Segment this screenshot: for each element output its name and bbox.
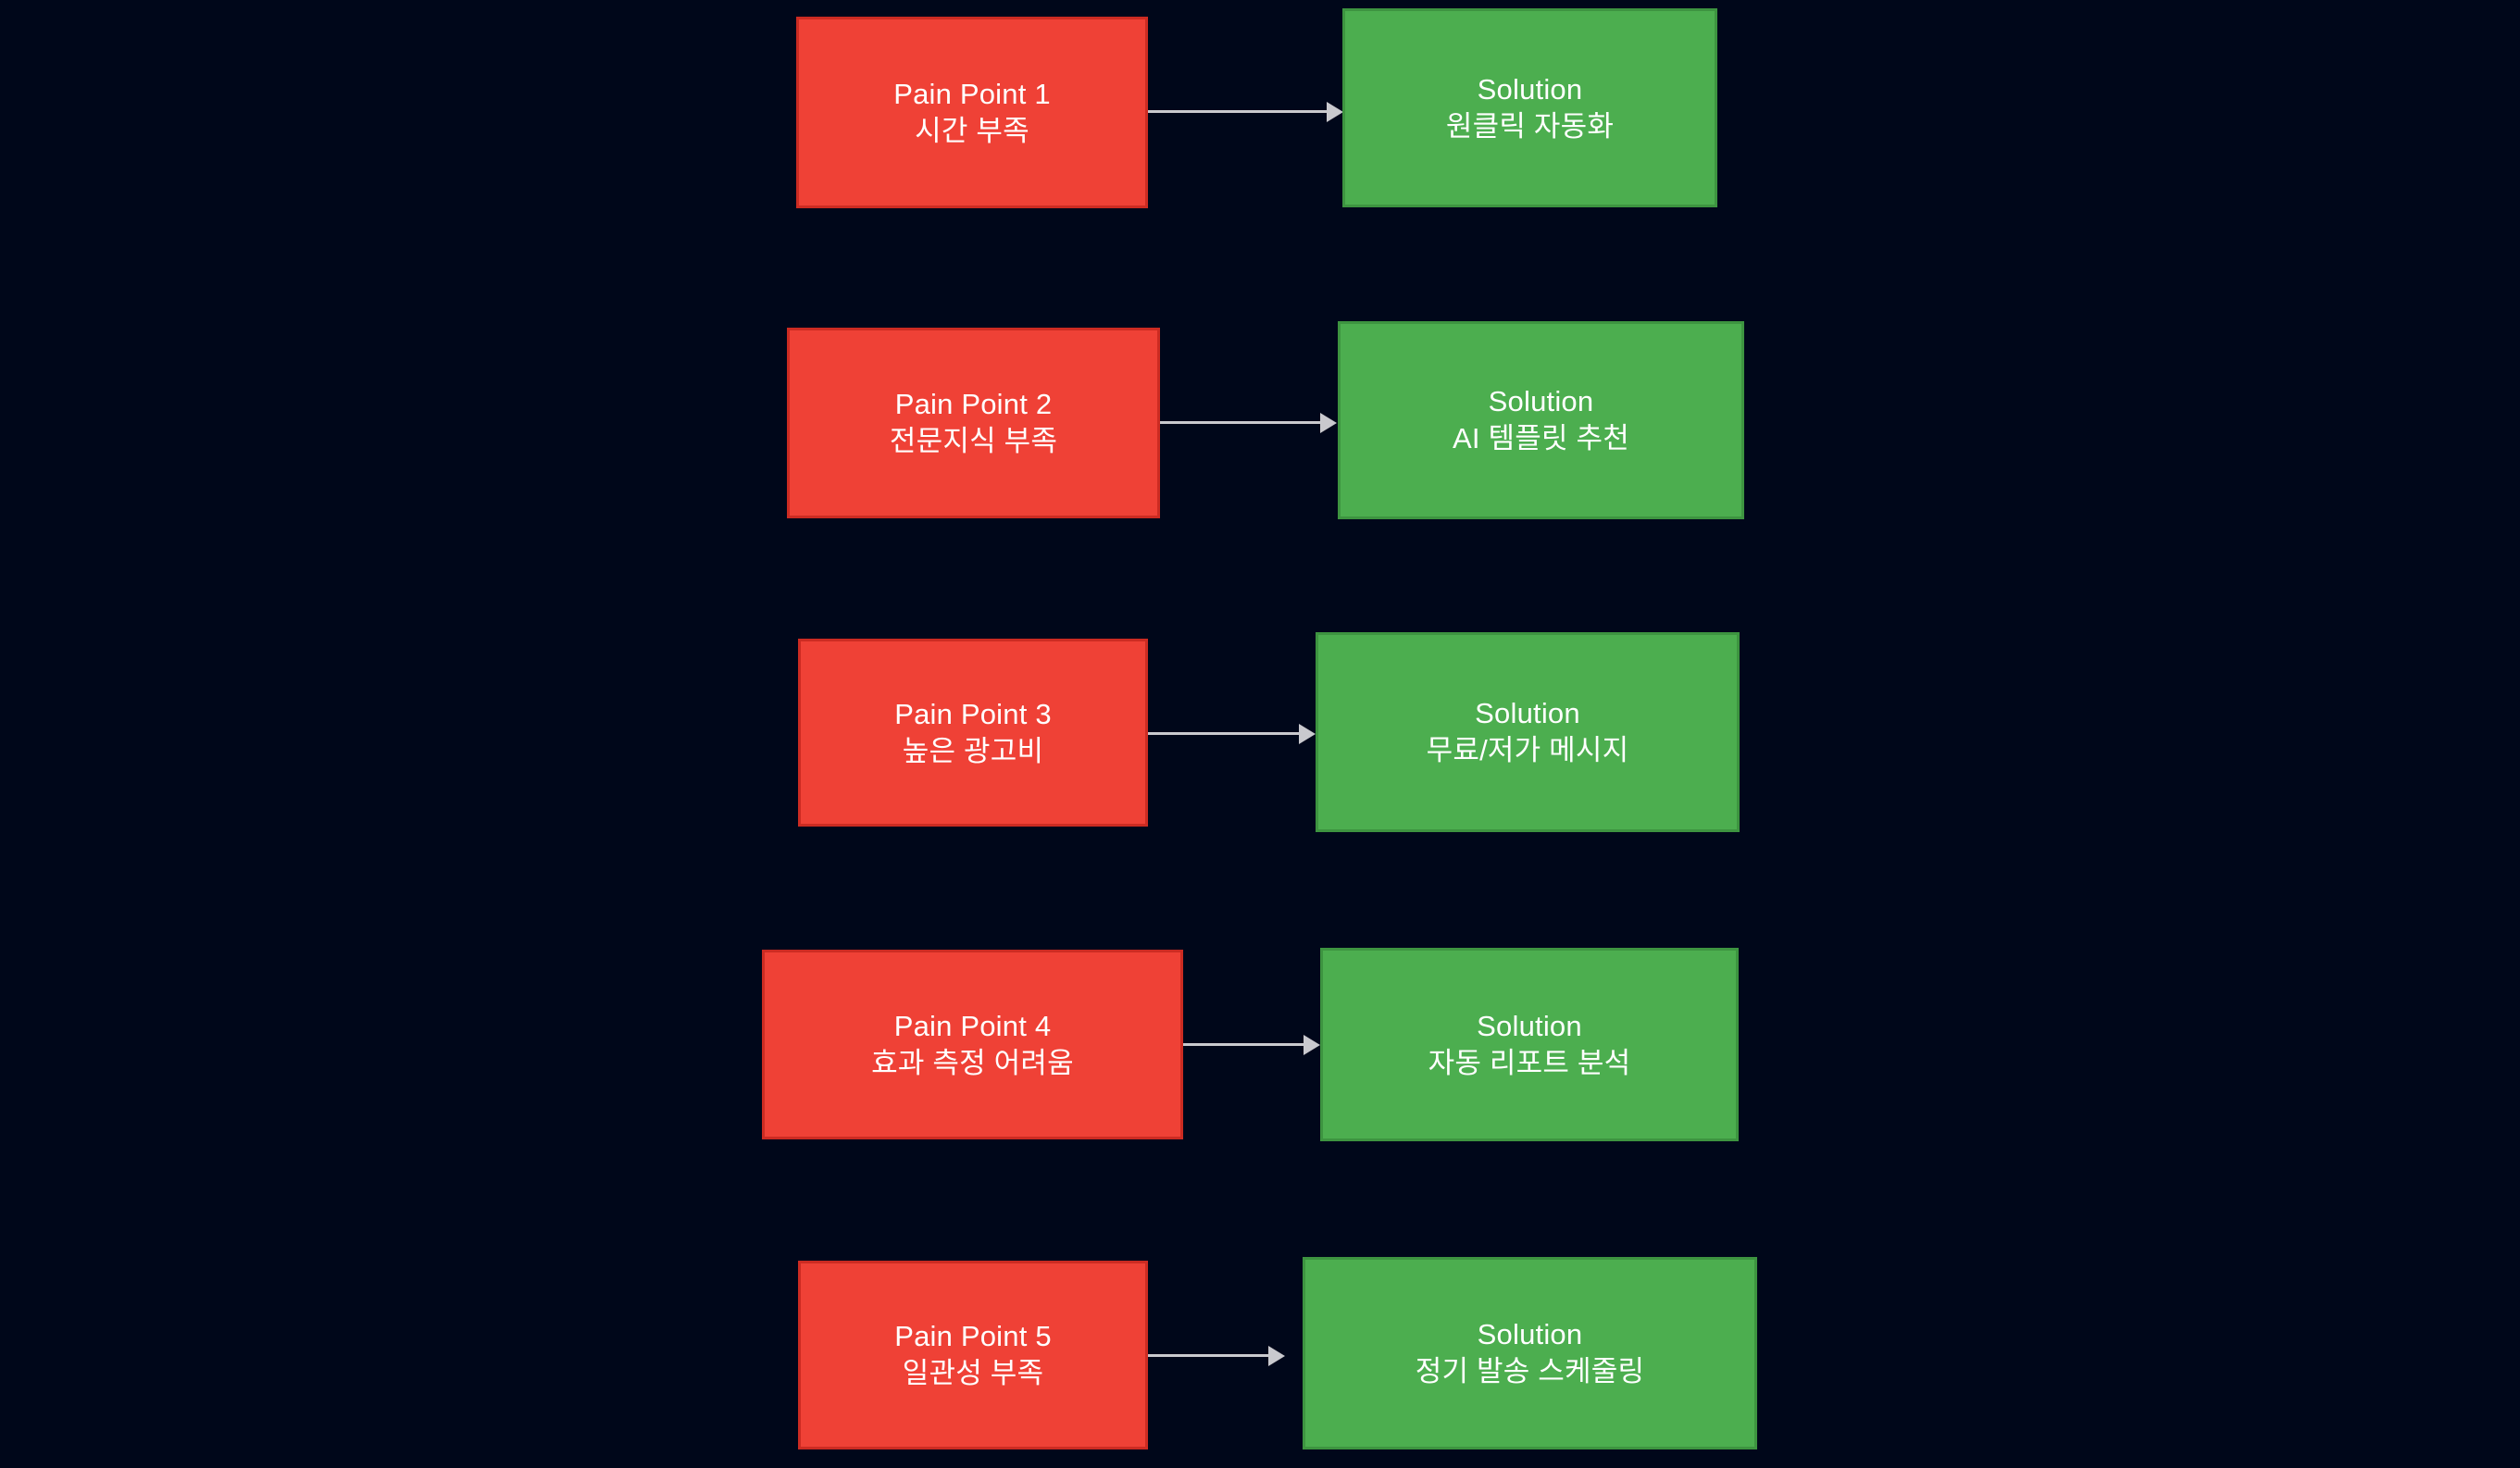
pain-point-node-1-title: Pain Point 1 — [893, 77, 1051, 110]
arrow-head-icon-2 — [1320, 413, 1337, 433]
pain-point-node-2[interactable]: Pain Point 2 전문지식 부족 — [787, 328, 1160, 518]
solution-node-1-detail: 원클릭 자동화 — [1445, 109, 1615, 143]
solution-node-5[interactable]: Solution 정기 발송 스케줄링 — [1303, 1257, 1757, 1449]
pain-point-node-1-detail: 시간 부족 — [915, 114, 1029, 147]
pain-point-node-5[interactable]: Pain Point 5 일관성 부족 — [798, 1261, 1148, 1449]
solution-node-5-title: Solution — [1477, 1318, 1583, 1351]
arrow-head-icon-1 — [1327, 102, 1343, 122]
arrow-line-4 — [1183, 1043, 1305, 1046]
pain-point-node-4-detail: 효과 측정 어려움 — [871, 1046, 1074, 1079]
solution-node-2-title: Solution — [1488, 385, 1594, 418]
solution-node-3-detail: 무료/저가 메시지 — [1426, 734, 1629, 766]
pain-point-node-3-detail: 높은 광고비 — [902, 734, 1044, 767]
arrow-line-1 — [1148, 110, 1329, 113]
arrow-head-icon-5 — [1268, 1346, 1285, 1366]
arrow-line-5 — [1148, 1354, 1270, 1357]
solution-node-4-title: Solution — [1477, 1009, 1582, 1042]
solution-node-1-title: Solution — [1477, 72, 1583, 106]
pain-point-node-4-title: Pain Point 4 — [893, 1009, 1052, 1042]
solution-node-3-title: Solution — [1475, 697, 1580, 730]
solution-node-1[interactable]: Solution 원클릭 자동화 — [1342, 8, 1717, 207]
pain-point-node-3-title: Pain Point 3 — [894, 697, 1052, 730]
pain-point-node-5-detail: 일관성 부족 — [902, 1357, 1044, 1389]
solution-node-4-detail: 자동 리포트 분석 — [1428, 1046, 1631, 1079]
solution-node-2[interactable]: Solution AI 템플릿 추천 — [1338, 321, 1744, 519]
pain-point-node-4[interactable]: Pain Point 4 효과 측정 어려움 — [762, 950, 1183, 1139]
solution-node-2-detail: AI 템플릿 추천 — [1453, 422, 1629, 454]
solution-node-4[interactable]: Solution 자동 리포트 분석 — [1320, 948, 1739, 1141]
pain-point-node-2-title: Pain Point 2 — [894, 388, 1053, 421]
arrow-head-icon-4 — [1304, 1035, 1320, 1055]
pain-point-node-2-detail: 전문지식 부족 — [889, 425, 1058, 457]
arrow-line-2 — [1160, 421, 1322, 424]
solution-node-5-detail: 정기 발송 스케줄링 — [1415, 1355, 1645, 1387]
arrow-head-icon-3 — [1299, 724, 1316, 744]
pain-point-node-1[interactable]: Pain Point 1 시간 부족 — [796, 17, 1148, 208]
pain-point-node-3[interactable]: Pain Point 3 높은 광고비 — [798, 639, 1148, 827]
pain-point-node-5-title: Pain Point 5 — [894, 1320, 1052, 1353]
arrow-line-3 — [1148, 732, 1301, 735]
solution-node-3[interactable]: Solution 무료/저가 메시지 — [1316, 632, 1740, 832]
